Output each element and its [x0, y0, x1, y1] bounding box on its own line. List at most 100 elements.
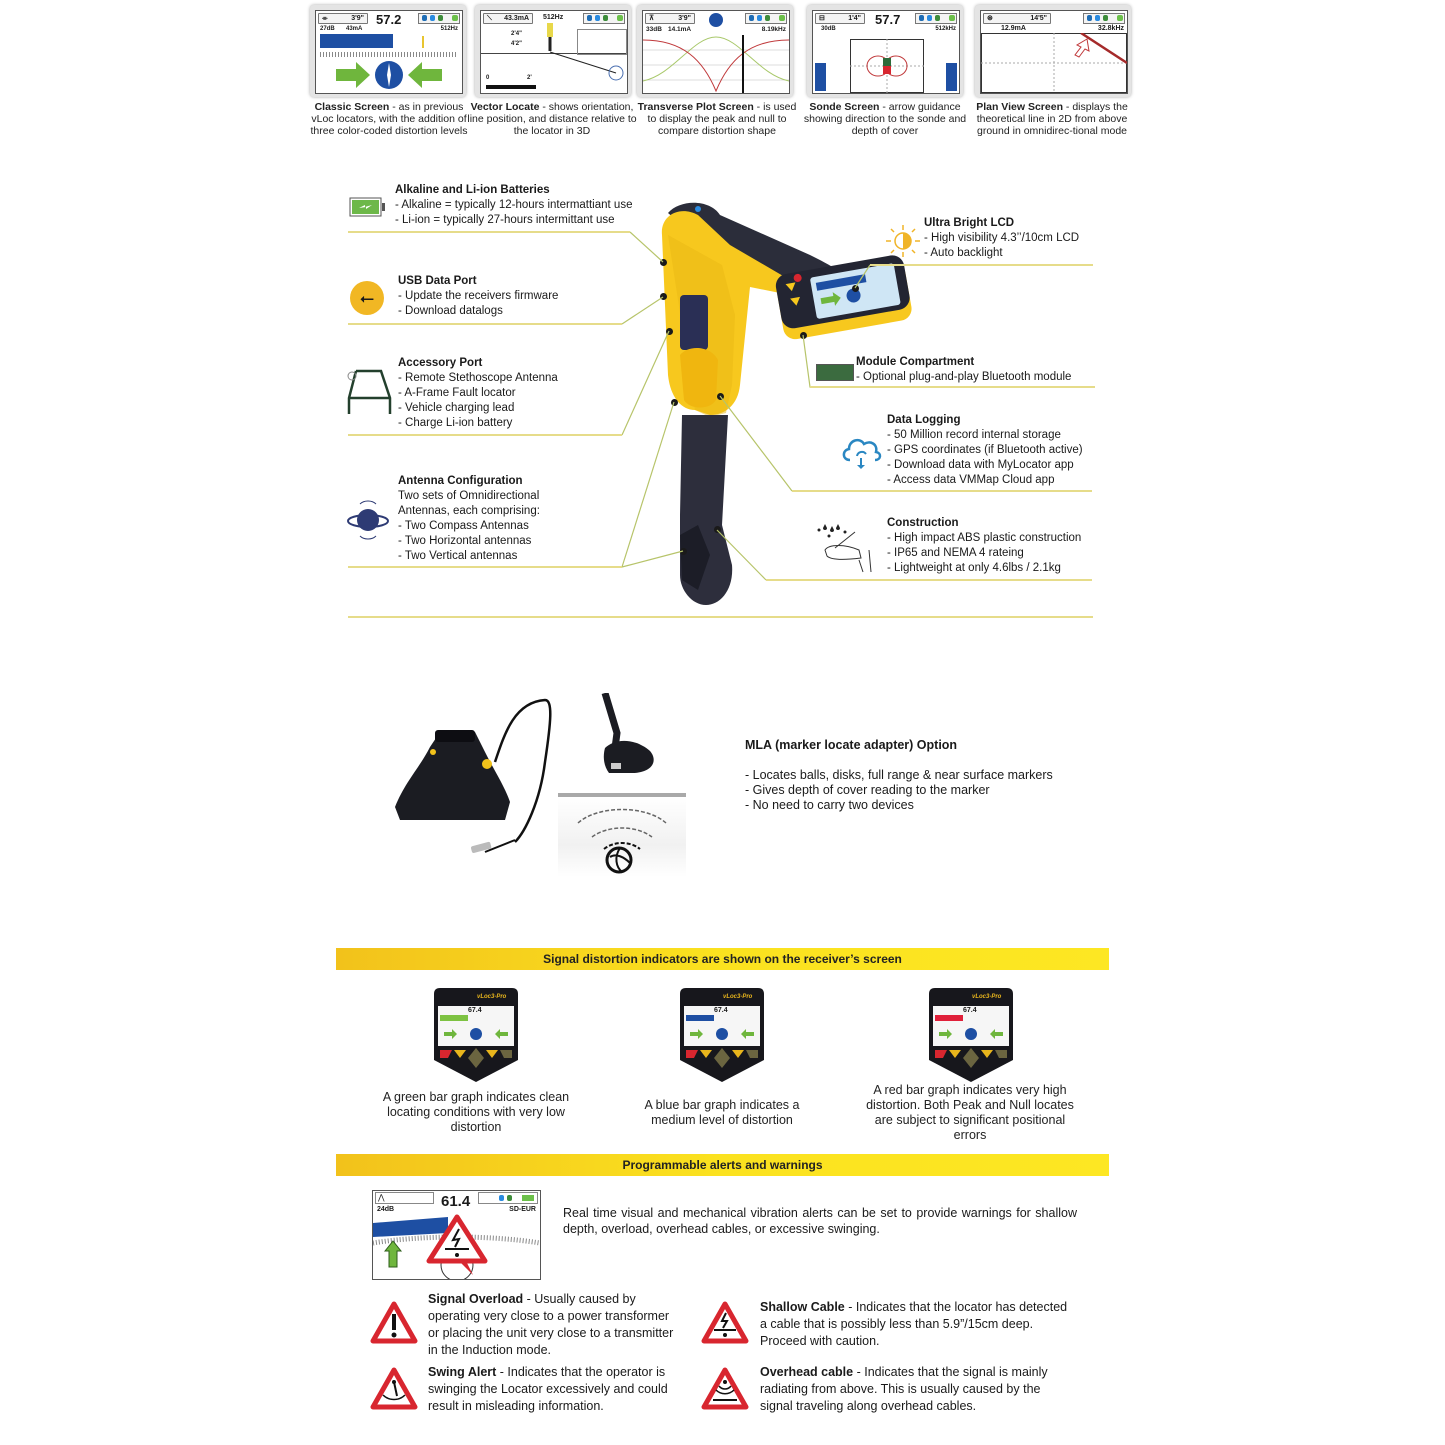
feature-line: - Access data VMMap Cloud app	[887, 474, 1055, 486]
feature-title: Antenna Configuration	[398, 475, 523, 487]
rain-hand-icon	[817, 524, 872, 573]
mla-adapter-image	[395, 698, 552, 854]
blue-distortion-caption: A blue bar graph indicates a medium leve…	[644, 1098, 800, 1127]
feature-title: Accessory Port	[398, 357, 483, 369]
mode-label: SD-EUR	[509, 1206, 536, 1213]
receiver-display-icon	[929, 988, 1013, 1082]
depth-label: 2'4"	[511, 31, 522, 37]
feature-line: - GPS coordinates (if Bluetooth active)	[887, 444, 1083, 456]
section-divider	[348, 616, 1093, 618]
feature-line: Two sets of Omnidirectional	[398, 490, 540, 502]
marker-signal-illustration	[558, 793, 686, 877]
feature-line: - Two Compass Antennas	[398, 520, 529, 532]
feature-line: - Auto backlight	[924, 247, 1003, 259]
feature-line: Antennas, each comprising:	[398, 505, 540, 517]
feature-usb: USB Data Port - Update the receivers fir…	[398, 274, 558, 319]
usb-icon: ⭠	[350, 281, 384, 315]
signal-strength: 61.4	[441, 1193, 471, 1210]
warning-swing-alert: Swing Alert - Indicates that the operato…	[428, 1365, 668, 1413]
frequency-label: 8.19kHz	[761, 26, 786, 33]
device-brand: vLoc3-Pro	[477, 994, 507, 1000]
divider-rule	[792, 490, 1092, 492]
frequency-label: 512Hz	[543, 14, 564, 21]
callout-dot-antenna-lower	[680, 548, 687, 555]
antenna-globe-icon	[347, 500, 389, 540]
feature-line: - Update the receivers firmware	[398, 290, 559, 302]
vloc3-locator-image	[661, 202, 912, 605]
feature-line: - Alkaline = typically 12-hours intermat…	[395, 199, 633, 211]
frequency-label: 512Hz	[440, 26, 458, 32]
vector-locate-caption: Vector Locate - shows orientation, line …	[467, 101, 637, 137]
cloud-sync-icon	[842, 438, 882, 469]
signal-bar	[320, 34, 393, 48]
plan-view-plot	[981, 33, 1127, 93]
battery-icon	[349, 197, 385, 217]
warning-signal-overload: Signal Overload - Usually caused by oper…	[428, 1292, 674, 1357]
green-distortion-caption: A green bar graph indicates clean locati…	[382, 1090, 570, 1134]
compass-icon	[709, 13, 723, 27]
mini-plot	[577, 29, 627, 55]
mla-title: MLA (marker locate adapter) Option	[745, 738, 958, 752]
feature-title: USB Data Port	[398, 275, 477, 287]
device-reading: 67.4	[963, 1007, 977, 1014]
gain-label: 33dB	[646, 26, 662, 33]
device-blue-distortion: vLoc3-Pro 67.4	[676, 988, 768, 1083]
gain-label: 27dB	[320, 26, 335, 32]
offset-label: 4'2"	[511, 41, 522, 47]
scale	[320, 52, 458, 57]
receiver-display-icon	[434, 988, 518, 1082]
marker-ball-icon	[577, 808, 667, 874]
vector-locate-thumbnail: ⟍ 43.3mA 512Hz 2'4" 4'2" 0 2'	[475, 5, 631, 97]
divider-rule	[348, 323, 622, 325]
sonde-field-plot	[850, 39, 924, 93]
alert-screen-graphics	[373, 1214, 540, 1279]
callout-dot-usb	[660, 293, 667, 300]
status-icons	[418, 13, 460, 24]
mla-line: - Locates balls, disks, full range & nea…	[745, 768, 1053, 782]
vector-graphic	[486, 23, 624, 89]
classic-screen-caption: Classic Screen - as in previous vLoc loc…	[310, 101, 468, 137]
current-label: 43mA	[346, 26, 363, 32]
feature-data-logging: Data Logging - 50 Million record interna…	[887, 413, 1083, 488]
status-icons	[745, 13, 787, 24]
peak-null-plot	[643, 35, 789, 93]
a-frame-icon	[347, 369, 392, 414]
feature-line: - High visibility 4.3’’/10cm LCD	[924, 232, 1080, 244]
peak-marker	[422, 36, 424, 48]
receiver-display-icon	[680, 988, 764, 1082]
feature-title: Module Compartment	[856, 356, 975, 368]
scale-start: 0	[486, 75, 490, 81]
feature-line: - Li-ion = typically 27-hours intermitta…	[395, 214, 615, 226]
feature-title: Data Logging	[887, 414, 961, 426]
feature-line: - IP65 and NEMA 4 rateing	[887, 547, 1024, 559]
gain-label: 24dB	[377, 1206, 395, 1213]
feature-lcd: Ultra Bright LCD - High visibility 4.3’’…	[924, 216, 1079, 261]
feature-line: - Lightweight at only 4.6lbs / 2.1kg	[887, 562, 1061, 574]
divider-rule	[810, 386, 1095, 388]
feature-line: - 50 Million record internal storage	[887, 429, 1061, 441]
device-brand: vLoc3-Pro	[723, 994, 753, 1000]
scale-end: 2'	[527, 75, 532, 81]
feature-batteries: Alkaline and Li-ion Batteries - Alkaline…	[395, 183, 632, 228]
depth-readout: ⊼ 3'9"	[645, 13, 695, 24]
alerts-banner: Programmable alerts and warnings	[336, 1154, 1109, 1176]
divider-rule	[348, 434, 622, 436]
feature-line: - Vehicle charging lead	[398, 402, 515, 414]
status-icons	[583, 13, 625, 24]
device-green-distortion: vLoc3-Pro 67.4	[430, 988, 522, 1083]
callout-dot-battery	[660, 259, 667, 266]
feature-module: Module Compartment - Optional plug-and-p…	[856, 355, 1071, 385]
feature-title: Alkaline and Li-ion Batteries	[395, 184, 550, 196]
device-brand: vLoc3-Pro	[972, 994, 1002, 1000]
feature-line: - Charge Li-ion battery	[398, 417, 513, 429]
feature-line: - Optional plug-and-play Bluetooth modul…	[856, 371, 1072, 383]
mla-line: - Gives depth of cover reading to the ma…	[745, 783, 990, 797]
device-red-distortion: vLoc3-Pro 67.4	[925, 988, 1017, 1083]
divider-rule	[348, 566, 622, 568]
warning-overhead-cable: Overhead cable - Indicates that the sign…	[760, 1365, 1048, 1413]
right-bar	[946, 63, 957, 91]
callout-leader-lines	[621, 231, 871, 581]
feature-accessory-port: Accessory Port - Remote Stethoscope Ante…	[398, 356, 558, 431]
bluetooth-module-icon	[816, 364, 854, 381]
callout-dot-antenna	[671, 399, 678, 406]
